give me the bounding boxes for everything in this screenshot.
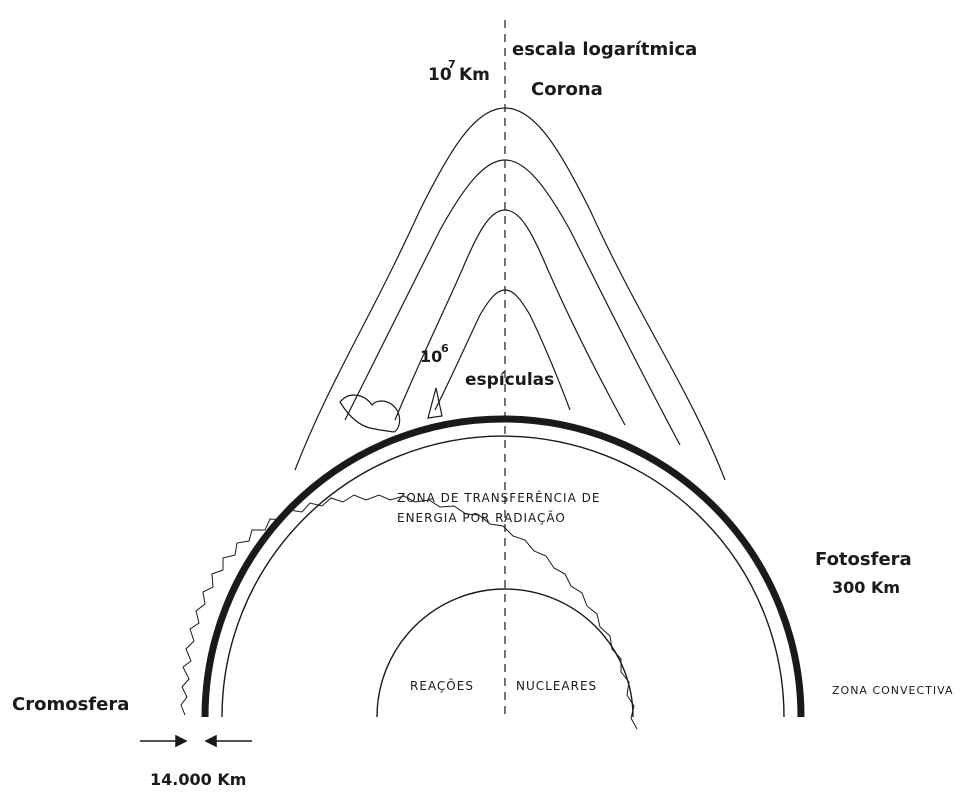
radiation-zone-line1: ZONA DE TRANSFERÊNCIA DE bbox=[397, 490, 600, 505]
field-line-inner bbox=[435, 290, 570, 410]
photosphere-thickness: 300 Km bbox=[832, 578, 900, 597]
corona-label: Corona bbox=[531, 79, 603, 100]
nuclear-reactions-right: NUCLEARES bbox=[516, 679, 597, 693]
ten-seven-exponent: 7 bbox=[448, 58, 456, 71]
chromosphere-thickness: 14.000 Km bbox=[150, 770, 246, 789]
field-line-third bbox=[395, 210, 625, 425]
ten-six-exponent: 6 bbox=[441, 342, 449, 355]
convective-boundary-arc bbox=[222, 436, 784, 717]
spicule-small bbox=[428, 388, 442, 418]
arrow-right-head bbox=[176, 736, 186, 746]
convective-zone-label: ZONA CONVECTIVA bbox=[832, 684, 953, 697]
photosphere-label: Fotosfera bbox=[815, 549, 912, 570]
log-scale-label: escala logarítmica bbox=[512, 39, 697, 60]
chromosphere-wavy-edge bbox=[181, 495, 637, 729]
spicules-label: espículas bbox=[465, 370, 554, 390]
thickness-arrows bbox=[140, 736, 252, 746]
spicule-left bbox=[340, 395, 400, 432]
arrow-left-head bbox=[206, 736, 216, 746]
field-line-outer bbox=[295, 108, 725, 480]
ten-seven-unit: Km bbox=[459, 65, 490, 85]
corona-field-lines bbox=[295, 108, 725, 480]
field-line-second bbox=[345, 160, 680, 445]
photosphere-arc bbox=[205, 419, 801, 717]
radiation-zone-line2: ENERGIA POR RADIAÇÃO bbox=[397, 510, 566, 525]
ten-six-base: 10 bbox=[420, 347, 442, 366]
nuclear-reactions-left: REAÇÕES bbox=[410, 678, 474, 693]
chromosphere-label: Cromosfera bbox=[12, 694, 129, 715]
